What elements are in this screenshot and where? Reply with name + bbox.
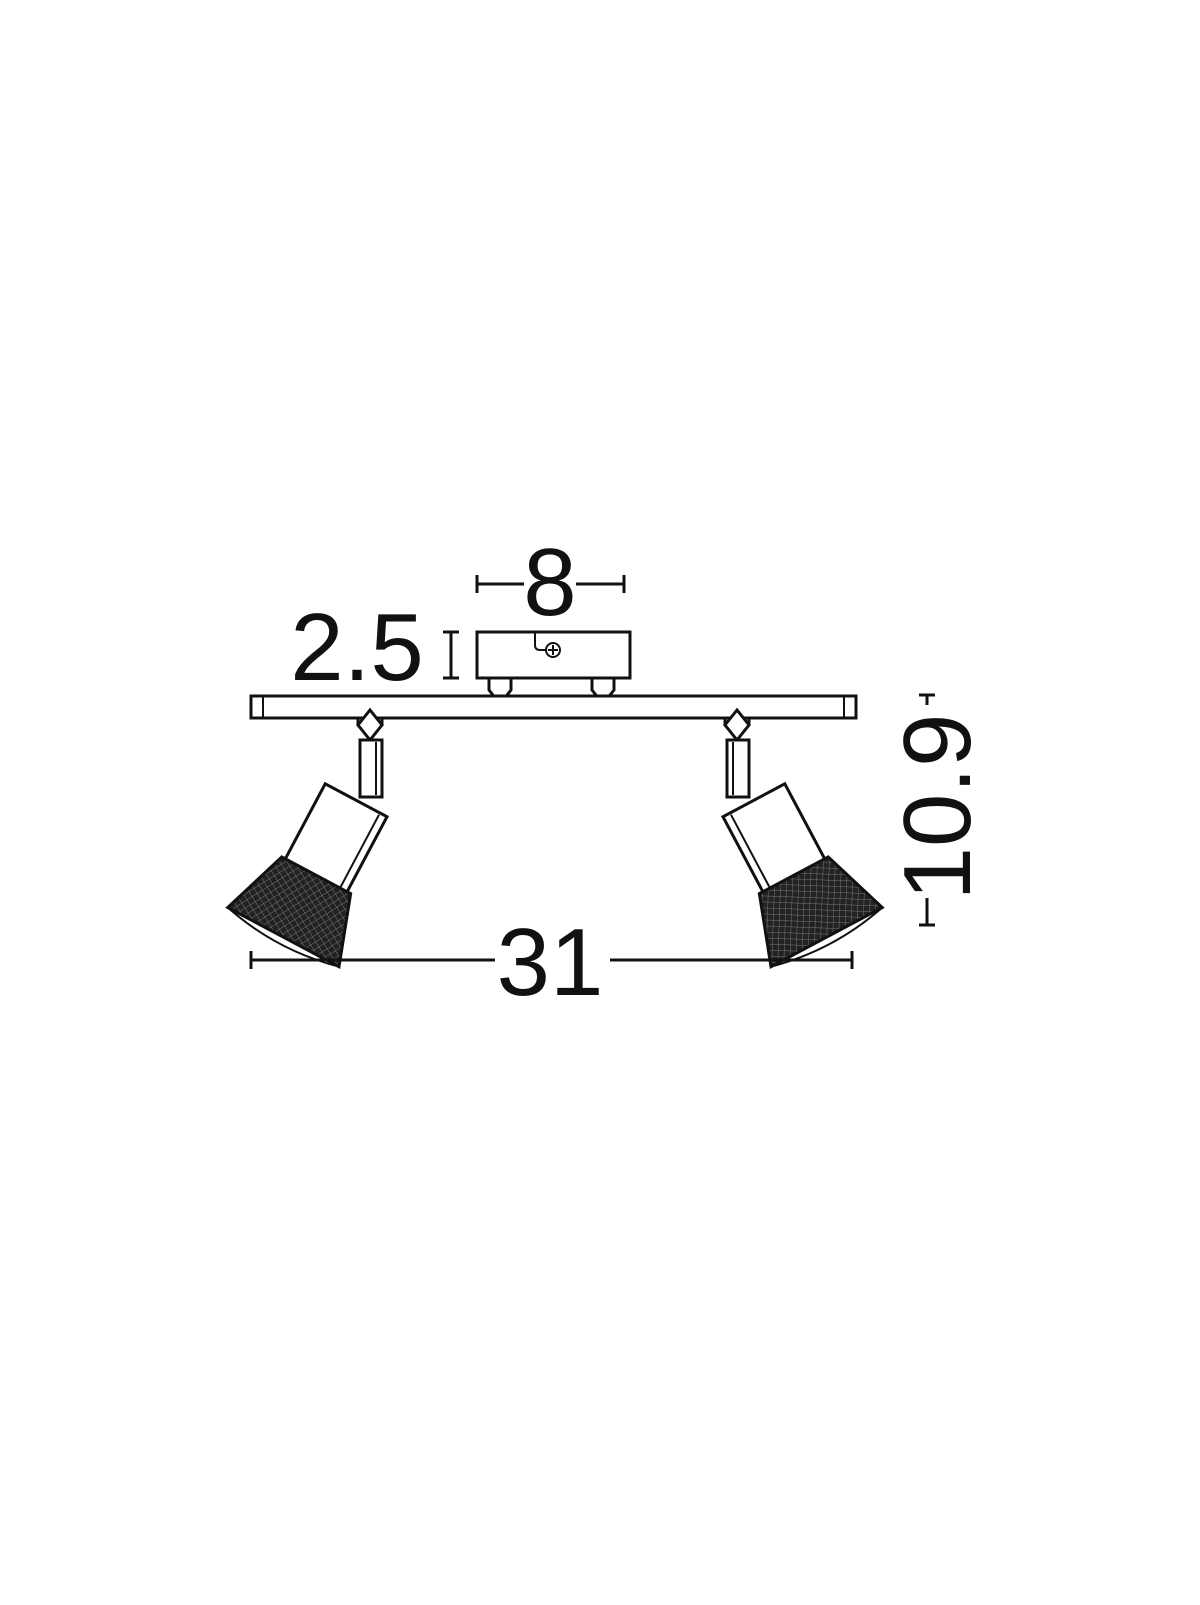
dimension-canopy-height: 2.5	[290, 594, 459, 701]
mounting-bar	[249, 694, 858, 720]
canopy-width-label: 8	[523, 529, 576, 636]
spotlight-right	[720, 707, 885, 970]
dimension-total-height: 10.9	[884, 693, 991, 927]
dimension-canopy-width: 8	[475, 529, 626, 636]
dimension-total-length: 31	[249, 909, 854, 1016]
spotlight-left	[225, 707, 390, 970]
canopy-height-label: 2.5	[290, 594, 423, 701]
canopy	[475, 630, 632, 707]
total-height-label: 10.9	[884, 714, 991, 901]
total-length-label: 31	[497, 909, 604, 1016]
